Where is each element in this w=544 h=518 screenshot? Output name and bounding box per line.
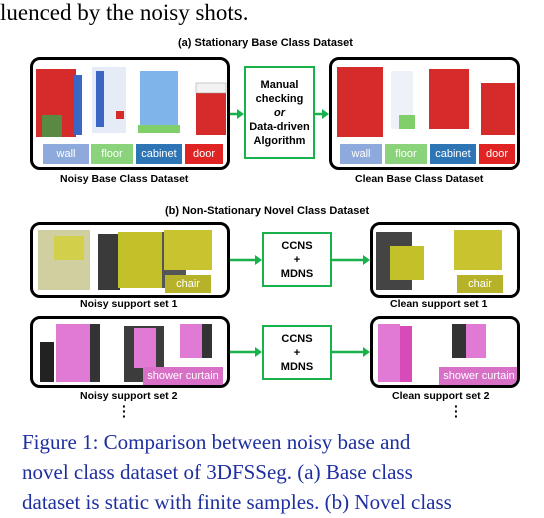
clean-support-set-2-panel: shower curtain <box>370 316 520 388</box>
clean-set1-chair-a <box>390 246 424 280</box>
clean-base-caption: Clean Base Class Dataset <box>355 173 484 185</box>
clean-set1-pointclouds <box>376 230 502 290</box>
floor-pole <box>96 71 104 127</box>
noisy-support-set-2-caption: Noisy support set 2 <box>80 390 178 402</box>
clean-floor-cloud <box>391 71 413 129</box>
mdns-1: MDNS <box>280 267 314 280</box>
clean-set2-curtain-b <box>466 324 486 358</box>
manual-checking-box: Manual checking or Data-driven Algorithm <box>244 66 315 159</box>
clean-door-cloud <box>481 83 515 135</box>
label-chair-clean: chair <box>457 275 503 293</box>
set2-clutter <box>40 342 54 382</box>
set1-chair-a-seat <box>54 236 84 260</box>
clean-label-wall: wall <box>340 144 382 164</box>
set2-curtain-c-edge <box>202 324 212 358</box>
process-line-2: checking <box>255 92 304 105</box>
clean-label-door: door <box>479 144 515 164</box>
process-line-3: or <box>274 106 285 119</box>
set2-curtain-c <box>180 324 202 358</box>
set2-curtain-a <box>56 324 90 382</box>
cabinet-base <box>138 125 180 133</box>
label-floor: floor <box>91 144 133 164</box>
caption-line-2: novel class dataset of 3DFSSeg. (a) Base… <box>22 460 413 484</box>
clean-set2-curtain-a-dark <box>400 326 412 382</box>
noisy-base-panel: wall floor cabinet door <box>30 57 230 170</box>
clean-support-set-1-panel: chair <box>370 222 520 298</box>
wall-noise-cloud <box>74 75 82 135</box>
clean-wall-cloud <box>337 67 383 137</box>
part-a-title: (a) Stationary Base Class Dataset <box>178 37 353 49</box>
plus-2: + <box>293 346 301 359</box>
cabinet-cloud <box>140 71 178 127</box>
clean-set2-edge <box>452 324 466 358</box>
ccns-1: CCNS <box>281 239 313 252</box>
noisy-support-set-2-panel: shower curtain <box>30 316 230 388</box>
set1-chair-b <box>118 232 166 288</box>
noisy-support-set-1-caption: Noisy support set 1 <box>80 298 178 310</box>
preceding-text-line: luenced by the noisy shots. <box>0 0 249 25</box>
caption-line-1: Figure 1: Comparison between noisy base … <box>22 430 411 454</box>
noisy-set1-pointclouds <box>38 230 212 290</box>
process-line-1: Manual <box>260 78 299 91</box>
clean-set1-chair-b <box>454 230 502 270</box>
ccns-mdns-box-1: CCNS + MDNS <box>262 232 332 287</box>
ellipsis-right: ··· <box>454 398 459 424</box>
process-line-4: Data-driven <box>249 120 310 133</box>
clean-support-set-1-caption: Clean support set 1 <box>390 298 488 310</box>
ccns-mdns-box-2: CCNS + MDNS <box>262 325 332 380</box>
ccns-2: CCNS <box>281 332 313 345</box>
figure-caption: Figure 1: Comparison between noisy base … <box>22 427 542 517</box>
clean-support-set-2-caption: Clean support set 2 <box>392 390 490 402</box>
clean-label-floor: floor <box>385 144 427 164</box>
mdns-2: MDNS <box>280 360 314 373</box>
door-top <box>195 82 227 94</box>
label-shower-curtain-noisy: shower curtain <box>143 367 223 385</box>
set1-clutter <box>98 234 120 290</box>
clean-floor-green <box>399 115 415 129</box>
plus-1: + <box>293 253 301 266</box>
noisy-set2-pointclouds <box>40 324 212 382</box>
process-line-5: Algorithm <box>253 134 306 147</box>
set2-curtain-a-edge <box>90 324 100 382</box>
noisy-support-set-1-panel: chair <box>30 222 230 298</box>
clean-label-cabinet: cabinet <box>430 144 476 164</box>
label-door: door <box>185 144 223 164</box>
label-shower-curtain-clean: shower curtain <box>439 367 517 385</box>
wall-noise-green <box>42 115 62 137</box>
ellipsis-left: ··· <box>122 398 127 424</box>
label-chair-noisy: chair <box>165 275 211 293</box>
floor-noise <box>116 111 124 119</box>
label-wall: wall <box>43 144 89 164</box>
clean-base-pointclouds <box>337 67 515 137</box>
part-b-title: (b) Non-Stationary Novel Class Dataset <box>165 205 370 217</box>
caption-line-3: dataset is static with finite samples. (… <box>22 490 452 514</box>
clean-set2-curtain-a <box>378 324 400 382</box>
set2-curtain-b <box>134 328 156 368</box>
clean-set2-pointclouds <box>378 324 486 382</box>
set1-chair-c <box>164 230 212 270</box>
noisy-base-caption: Noisy Base Class Dataset <box>60 173 189 185</box>
noisy-base-pointclouds <box>36 67 227 137</box>
clean-base-panel: wall floor cabinet door <box>329 57 520 170</box>
door-cloud <box>196 93 226 135</box>
label-cabinet: cabinet <box>136 144 182 164</box>
clean-cabinet-cloud <box>429 69 469 129</box>
